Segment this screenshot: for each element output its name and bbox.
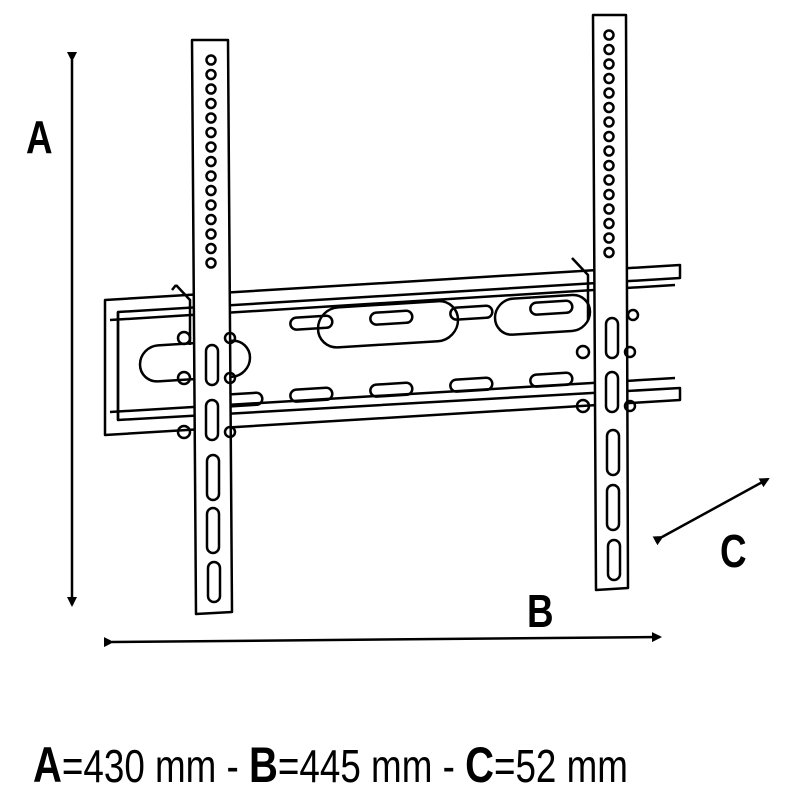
mounting-hole	[205, 242, 217, 255]
mounting-hole	[603, 130, 615, 143]
label-c: C	[720, 525, 747, 577]
rail-slot	[369, 309, 414, 326]
dimension-arrow-b	[103, 632, 662, 648]
mounting-hole	[205, 228, 217, 240]
mounting-hole	[603, 87, 615, 99]
right-bracket-arm	[571, 13, 640, 592]
rail-slot	[289, 386, 334, 403]
mounting-hole	[205, 199, 217, 211]
mounting-hole	[205, 126, 217, 139]
mounting-hole	[603, 159, 615, 172]
mounting-hole	[205, 170, 217, 182]
mounting-hole	[205, 97, 217, 110]
mounting-hole	[603, 217, 615, 230]
dim-c-letter: C	[465, 737, 494, 793]
label-b: B	[527, 585, 554, 637]
mounting-hole	[603, 43, 615, 56]
equals: =	[61, 740, 84, 792]
dim-c-value: 52 mm	[515, 740, 628, 792]
rail-slot	[449, 376, 494, 393]
mounting-hole	[603, 29, 615, 41]
mounting-hole	[603, 246, 615, 259]
mounting-hole	[603, 203, 615, 215]
separator: -	[226, 740, 239, 792]
mounting-hole	[205, 257, 217, 269]
dimensions-caption: A=430 mm - B=445 mm - C=52 mm	[33, 740, 769, 790]
separator: -	[442, 740, 455, 792]
label-a: A	[26, 111, 53, 163]
equals: =	[277, 740, 300, 792]
mounting-hole	[205, 184, 217, 197]
dim-a-value: 430 mm	[83, 740, 217, 792]
dimension-arrow-c	[652, 477, 770, 546]
mounting-hole	[205, 112, 217, 124]
mounting-hole	[603, 188, 615, 201]
mounting-hole	[603, 58, 615, 70]
dim-b-letter: B	[249, 737, 278, 793]
rail-slot	[449, 304, 494, 321]
mounting-hole	[205, 141, 217, 153]
equals: =	[493, 740, 516, 792]
rail-slot	[369, 381, 414, 398]
mounting-hole	[205, 83, 217, 95]
mounting-hole	[205, 155, 217, 168]
rail-slot	[529, 371, 574, 388]
mounting-hole	[603, 145, 615, 157]
rail-slot	[289, 314, 334, 331]
mounting-hole	[205, 54, 217, 66]
mounting-hole	[205, 213, 217, 226]
mounting-hole	[205, 68, 217, 81]
dim-b-value: 445 mm	[299, 740, 433, 792]
rail-slot	[529, 299, 574, 316]
dim-a-letter: A	[33, 737, 62, 793]
mounting-hole	[603, 174, 615, 186]
mounting-hole	[603, 232, 615, 244]
left-bracket-arm	[171, 38, 237, 616]
mounting-hole	[603, 72, 615, 85]
mounting-hole	[603, 101, 615, 114]
mounting-hole	[603, 116, 615, 128]
